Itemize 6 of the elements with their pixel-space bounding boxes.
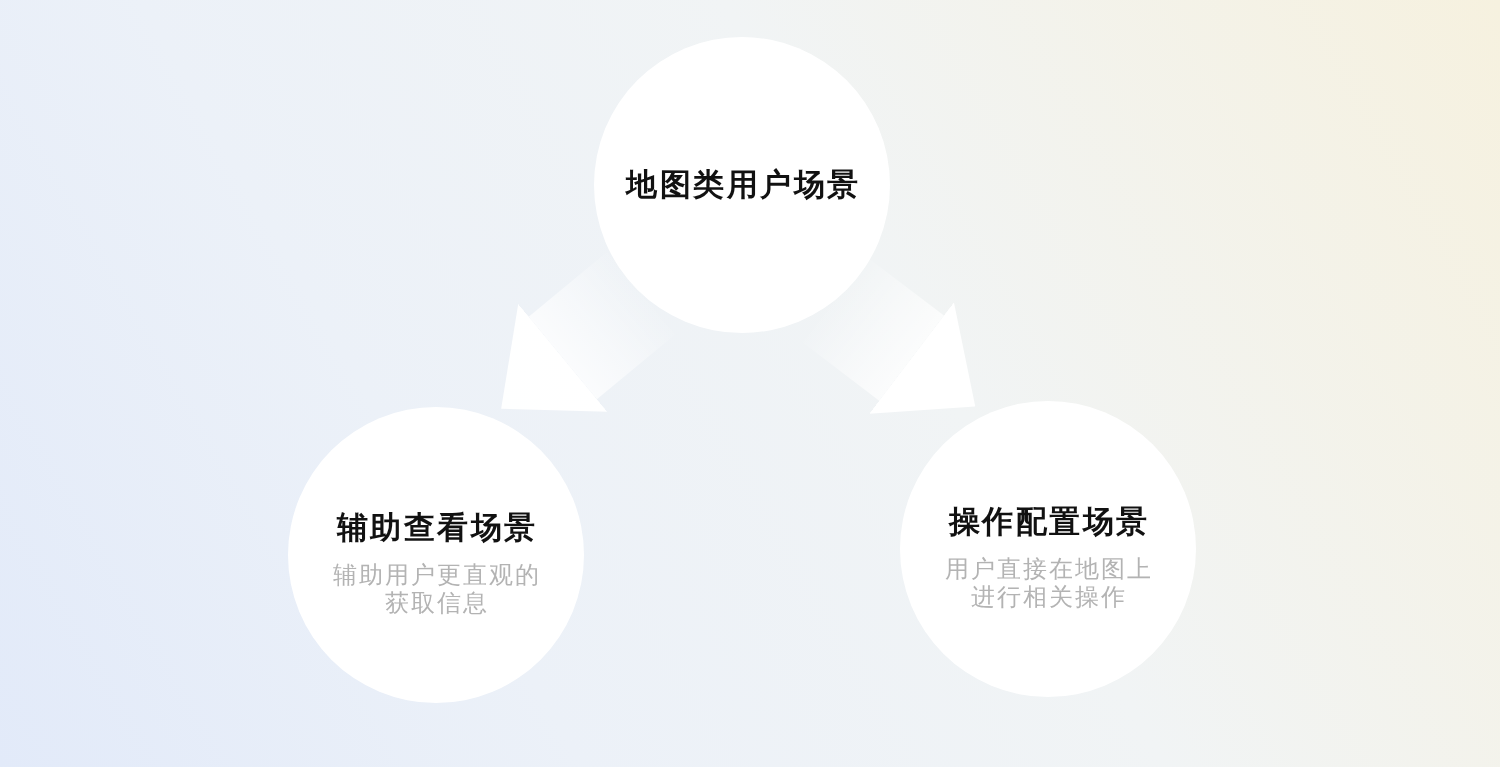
- scenario-title: 辅助查看场景: [335, 508, 538, 547]
- scenario-circle: [288, 407, 584, 703]
- scenario-description: 辅助用户更直观的获取信息: [332, 560, 542, 617]
- scenario-title: 地图类用户场景: [624, 166, 861, 204]
- scenario-title: 操作配置场景: [947, 502, 1150, 541]
- scenario-description: 用户直接在地图上进行相关操作: [944, 554, 1154, 611]
